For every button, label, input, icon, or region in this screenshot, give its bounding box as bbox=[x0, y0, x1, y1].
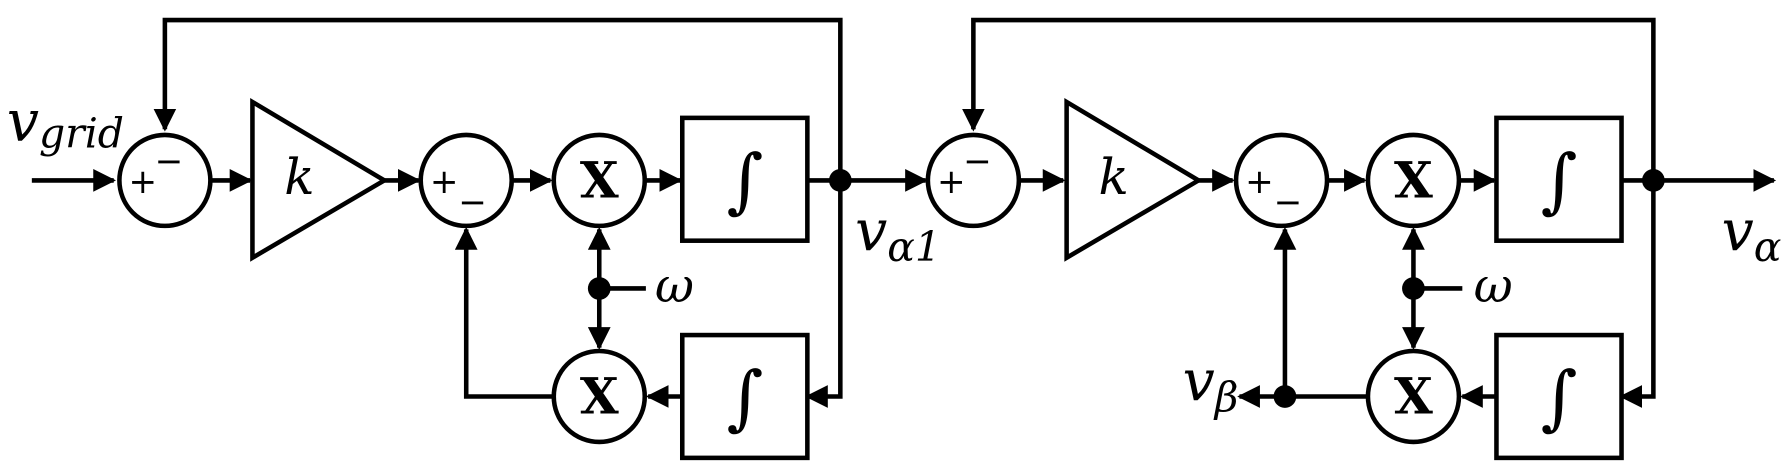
integral-sign: ∫ bbox=[1541, 139, 1578, 221]
multiply-sign: X bbox=[580, 367, 619, 426]
integrator-2 bbox=[679, 332, 810, 461]
integral-sign: ∫ bbox=[726, 356, 763, 438]
minus-sign: − bbox=[458, 182, 487, 222]
label-omega-2: ω bbox=[1474, 259, 1513, 314]
integrator-1 bbox=[679, 115, 810, 243]
gain-block-2 bbox=[1064, 97, 1203, 262]
inner-feedback-wire-2 bbox=[1619, 180, 1656, 408]
label-v-alpha: vα bbox=[1722, 198, 1782, 271]
junction-dot bbox=[1402, 277, 1425, 300]
multiply-sign: X bbox=[1394, 150, 1433, 209]
stage-1: + − k + − X ∫ ∫ X bbox=[31, 17, 928, 461]
label-v-alpha1: vα1 bbox=[855, 198, 941, 271]
minus-sign: − bbox=[1274, 182, 1303, 222]
integral-sign: ∫ bbox=[1541, 356, 1578, 438]
minus-sign: − bbox=[963, 141, 992, 181]
label-v-grid: vgrid bbox=[7, 89, 124, 158]
multiply-sign: X bbox=[580, 150, 619, 209]
wire-multiplier2-to-summer-2 bbox=[454, 227, 554, 399]
plus-sign: + bbox=[1245, 162, 1274, 202]
outer-feedback-wire-1 bbox=[153, 17, 843, 181]
integrator-3 bbox=[1494, 115, 1624, 243]
gain-label: k bbox=[284, 148, 314, 206]
inner-feedback-wire-1 bbox=[805, 180, 843, 408]
gain-block-1 bbox=[250, 97, 389, 262]
integral-sign: ∫ bbox=[726, 139, 763, 221]
label-v-beta: vβ bbox=[1183, 348, 1239, 421]
gain-label: k bbox=[1098, 148, 1128, 206]
junction-dot bbox=[587, 277, 611, 300]
label-omega-1: ω bbox=[655, 259, 694, 314]
plus-sign: + bbox=[128, 162, 157, 202]
junction-dot bbox=[1273, 385, 1297, 408]
multiply-sign: X bbox=[1394, 367, 1433, 426]
outer-feedback-wire-2 bbox=[962, 17, 1656, 181]
minus-sign: − bbox=[155, 141, 184, 181]
plus-sign: + bbox=[937, 162, 966, 202]
plus-sign: + bbox=[430, 162, 459, 202]
stage-2: + − k + − X ∫ ∫ X bbox=[925, 17, 1777, 461]
